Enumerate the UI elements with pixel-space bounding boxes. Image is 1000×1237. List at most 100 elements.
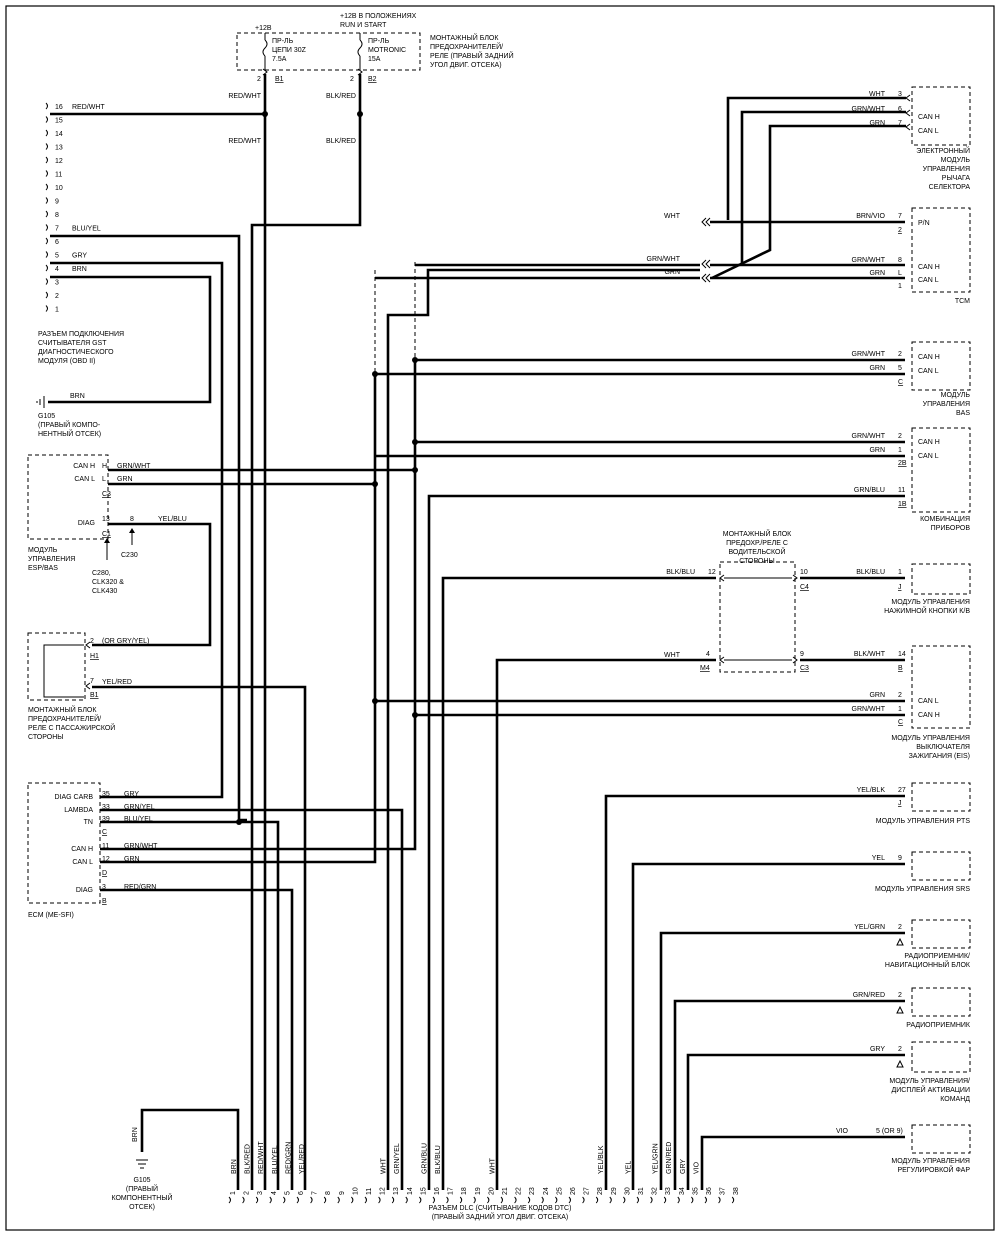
selector-module-box <box>911 86 971 146</box>
driver-fuse-title: ВОДИТЕЛЬСКОЙ <box>728 547 785 556</box>
ground-caption: (ПРАВЫЙ КОМПО- <box>38 420 101 429</box>
wire-red-grn <box>100 888 294 1190</box>
connector-id: B1 <box>90 692 99 699</box>
wire-color: YEL <box>625 1161 632 1174</box>
srs-caption: МОДУЛЬ УПРАВЛЕНИЯ SRS <box>875 886 970 893</box>
terminal-icon <box>255 1196 259 1204</box>
terminal-icon <box>731 1196 735 1204</box>
pin-number: 29 <box>611 1187 618 1195</box>
wire-color: BLU/YEL <box>272 1145 279 1174</box>
ecm-box <box>27 782 101 904</box>
wire-color: BLU/YEL <box>124 816 153 823</box>
pin-number: 7 <box>90 678 94 685</box>
wire-color: WHT <box>489 1157 496 1174</box>
pass-fuse-box <box>27 632 86 701</box>
splice-dot <box>236 819 242 825</box>
pin-number: 13 <box>102 516 110 523</box>
pin-number: 1 <box>898 706 902 713</box>
triangle-icon <box>896 937 904 946</box>
wire-color: GRN/RED <box>853 992 885 999</box>
pin-number: 25 <box>556 1187 563 1195</box>
wire-yel-blu <box>92 522 212 647</box>
wire-color: GRN/YEL <box>394 1143 401 1174</box>
pin-number: 8 <box>55 212 59 219</box>
terminal-icon <box>555 1196 558 1204</box>
wire-color: GRY <box>124 791 139 798</box>
terminal-icon <box>459 1196 463 1204</box>
terminal-icon <box>527 1196 531 1204</box>
ground-caption: ОТСЕК) <box>129 1204 155 1211</box>
bas-caption: МОДУЛЬ <box>941 392 971 399</box>
terminal-icon <box>310 1196 313 1204</box>
headlamp-caption: РЕГУЛИРОВКОЙ ФАР <box>897 1165 970 1174</box>
wire-color: BLK/RED <box>326 93 356 100</box>
chevron-left-icon <box>905 94 911 102</box>
pin-number: 20 <box>488 1187 495 1195</box>
wire-grn-yel <box>100 808 404 1190</box>
pin-number: 2 <box>898 433 902 440</box>
connector-id: C3 <box>102 491 111 498</box>
pin-number: 12 <box>708 569 716 576</box>
pin-number: 7 <box>312 1191 319 1195</box>
terminal-icon <box>568 1196 571 1204</box>
wire-color: YEL/RED <box>102 679 132 686</box>
terminal-icon <box>663 1196 667 1204</box>
pin-number: 37 <box>720 1187 727 1195</box>
variants-text: C280, <box>92 570 111 577</box>
connector-id: C <box>898 719 903 726</box>
wire-color: YEL/BLU <box>158 516 187 523</box>
pin-number: 12 <box>380 1187 387 1195</box>
wire-color: GRN/BLU <box>854 487 885 494</box>
selector-caption: МОДУЛЬ <box>941 157 971 164</box>
terminal-icon <box>296 1196 299 1204</box>
wire-color: (OR GRY/YEL) <box>102 638 149 645</box>
pin-number: 2 <box>898 1046 902 1053</box>
terminal-icon <box>45 291 48 299</box>
connector-id: B2 <box>368 76 377 83</box>
wire-gry <box>50 261 224 799</box>
bas-module-box <box>911 341 971 391</box>
terminal-icon <box>45 170 48 177</box>
pin-number: 39 <box>102 816 110 823</box>
diag-label: DIAG <box>78 520 95 527</box>
pin-number: 32 <box>652 1187 659 1195</box>
terminal-icon <box>636 1196 639 1204</box>
wire-color: GRN/WHT <box>852 433 886 440</box>
radio-nav-caption: РАДИОПРИЕМНИК/ <box>904 953 970 960</box>
can-label: CAN H <box>918 114 940 121</box>
fuse-label: 7.5A <box>272 56 287 63</box>
terminal-icon <box>45 183 48 191</box>
pin-number: 2 <box>257 76 261 83</box>
connector-icon <box>701 273 707 283</box>
can-label: CAN L <box>918 128 939 135</box>
esp-module-box <box>27 454 109 540</box>
chevron-left-icon <box>905 123 911 131</box>
pin-number: 22 <box>516 1187 523 1195</box>
cluster-caption: КОМБИНАЦИЯ <box>920 516 970 523</box>
wire-color: GRY <box>72 253 87 260</box>
pin-number: 24 <box>543 1187 550 1195</box>
supply-label: RUN И START <box>340 22 387 29</box>
esp-caption: ESP/BAS <box>28 565 58 572</box>
selector-caption: РЫЧАГА <box>942 175 971 182</box>
pin-number: 7 <box>898 120 902 127</box>
pin-number: 35 <box>692 1187 699 1195</box>
pts-caption: МОДУЛЬ УПРАВЛЕНИЯ PTS <box>876 818 971 825</box>
pin-number: 31 <box>638 1187 645 1195</box>
pin-number: 6 <box>55 239 59 246</box>
wire-color: WHT <box>664 213 681 220</box>
wire-gry-cmd <box>686 1053 905 1190</box>
wire-yel-grn <box>659 931 905 1190</box>
esp-caption: УПРАВЛЕНИЯ <box>28 556 75 563</box>
variants-text: CLK430 <box>92 588 117 595</box>
pin-number: 23 <box>529 1187 536 1195</box>
wire-grn-wht <box>740 110 906 265</box>
pin-number: 33 <box>102 804 110 811</box>
wire-color: RED/GRN <box>285 1142 292 1174</box>
ground-caption: (ПРАВЫЙ <box>126 1184 158 1193</box>
eis-caption: ЗАЖИГАНИЯ (EIS) <box>909 753 970 760</box>
connector-icon <box>701 217 707 227</box>
supply-label: +12В В ПОЛОЖЕНИЯХ <box>340 13 417 20</box>
terminal-icon <box>45 237 48 245</box>
terminal-icon <box>45 156 48 164</box>
